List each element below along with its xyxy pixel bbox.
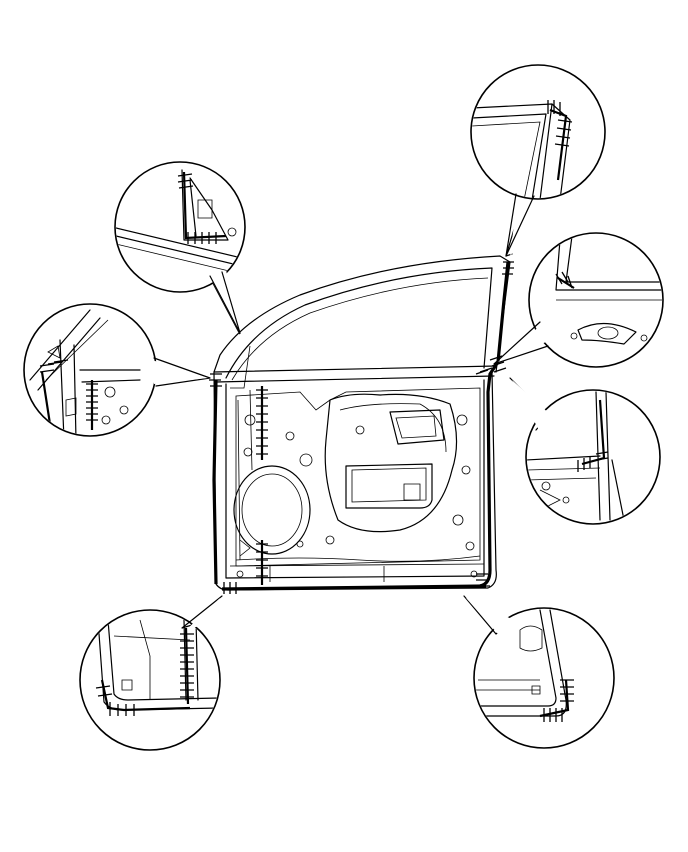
window-frame-outer <box>213 255 511 373</box>
bottom-edge-sealer <box>221 584 487 591</box>
window-frame-inner <box>225 267 493 379</box>
detail-upper-rear-corner <box>470 64 606 258</box>
door-panel <box>212 255 511 591</box>
detail-upper-front-corner <box>114 161 246 335</box>
detail-rear-lock <box>493 232 664 368</box>
detail-front-hinge <box>23 303 211 437</box>
sealer-hatch-marks <box>209 261 514 594</box>
speaker-opening <box>233 465 311 555</box>
front-edge-sealer <box>212 379 218 585</box>
detail-lower-front-corner <box>79 595 223 751</box>
door-outer-skin <box>213 371 497 591</box>
detail-rear-pillar <box>509 377 661 525</box>
detail-lower-rear-corner <box>463 595 615 749</box>
